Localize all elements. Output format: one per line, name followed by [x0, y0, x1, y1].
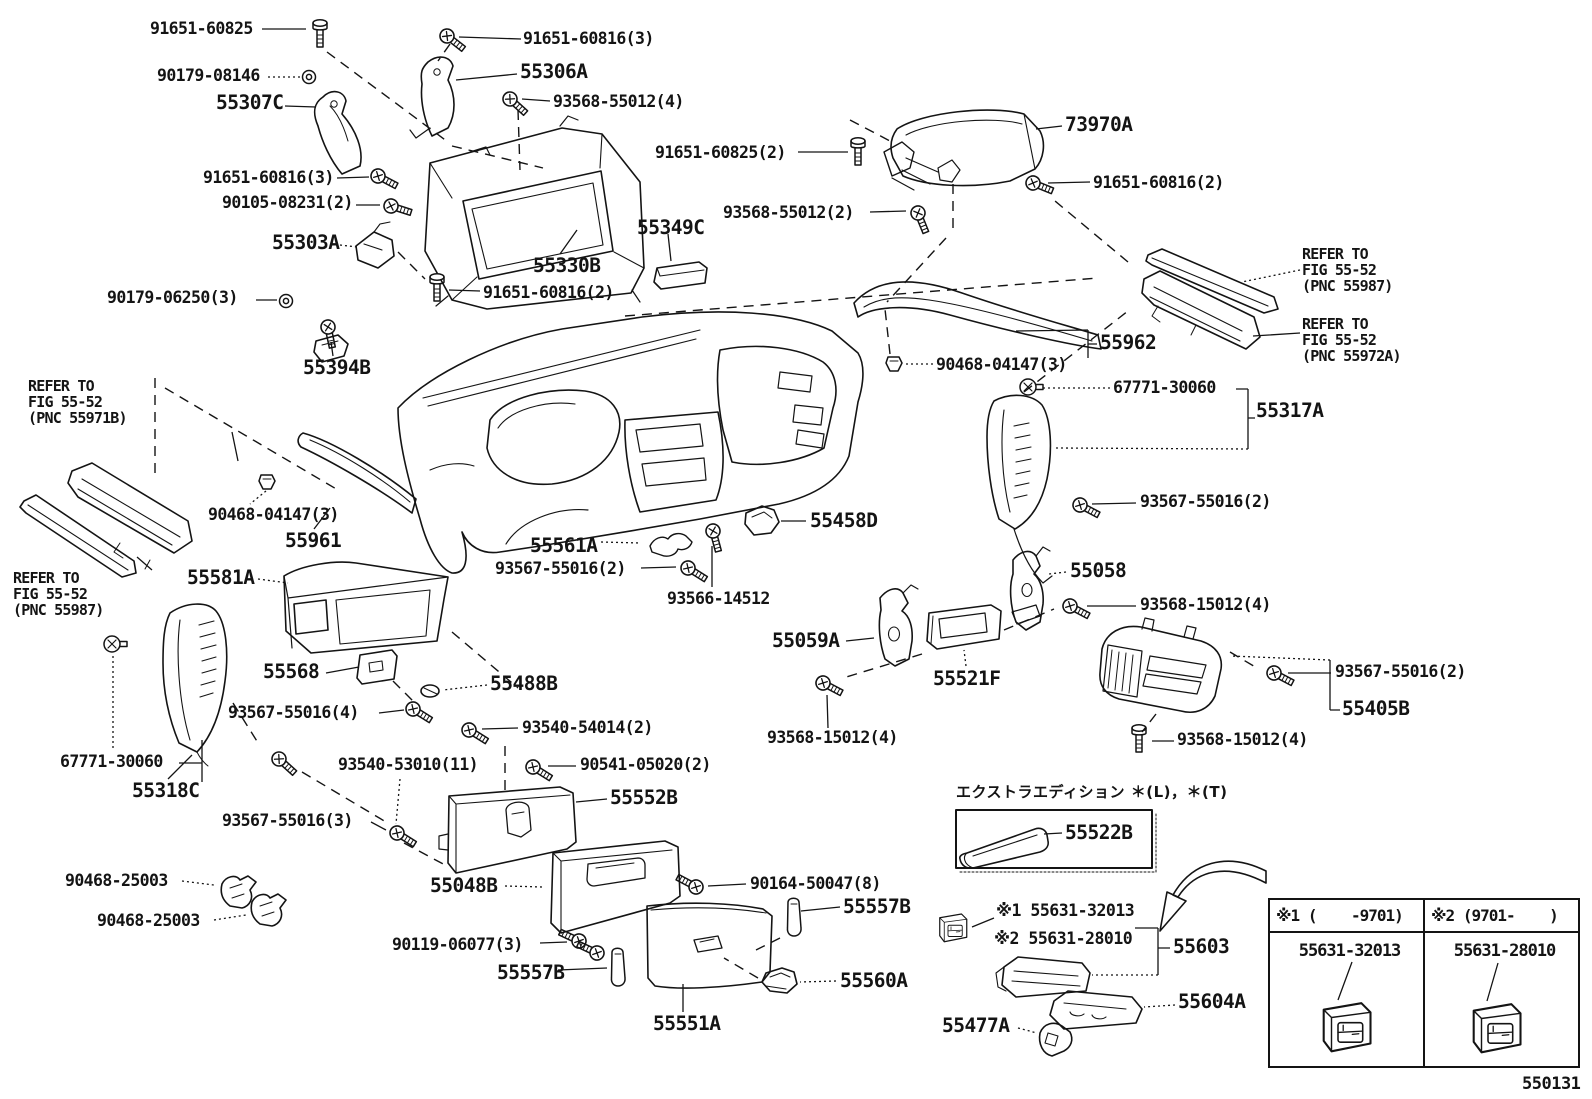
- part-label-90119-06077-3: 90119-06077(3): [392, 935, 523, 954]
- part-label-93568-15012-4-left: 93568-15012(4): [767, 728, 898, 747]
- extra-edition-note: エクストラエディション ＊(L)，＊(T): [956, 783, 1228, 801]
- part-label-55568: 55568: [263, 660, 320, 683]
- part-label-55349C: 55349C: [637, 216, 705, 239]
- variant-table-part-2: 55631-28010: [1453, 941, 1557, 961]
- part-label-55488B: 55488B: [490, 672, 558, 695]
- part-label-90468-04147-3-left: 90468-04147(3): [208, 505, 339, 524]
- part-label-55394B: 55394B: [303, 356, 371, 379]
- part-label-55318C: 55318C: [132, 779, 200, 802]
- part-label-90105-08231-2: 90105-08231(2): [222, 193, 353, 212]
- variant-table-header-row: ※1 ( -9701) ※2 (9701- ): [1270, 900, 1578, 933]
- refer-55972a: REFER TO FIG 55-52 (PNC 55972A): [1302, 315, 1402, 365]
- part-label-91651-60816-2-bottom: 91651-60816(2): [483, 283, 614, 302]
- part-label-93540-54014-2: 93540-54014(2): [522, 718, 653, 737]
- variant-table-body-row: 55631-32013 55631-28010: [1270, 933, 1578, 1066]
- part-label-93568-55012-2: 93568-55012(2): [723, 203, 854, 222]
- part-label-55306A: 55306A: [520, 60, 588, 83]
- part-label-55552B: 55552B: [610, 786, 678, 809]
- refer-55971b: REFER TO FIG 55-52 (PNC 55971B): [28, 377, 128, 427]
- part-label-73970A: 73970A: [1065, 113, 1133, 136]
- part-label-90468-25003-2: 90468-25003: [97, 911, 200, 930]
- part-label-55458D: 55458D: [810, 509, 878, 532]
- part-label-93568-15012-4-right: 93568-15012(4): [1140, 595, 1271, 614]
- part-label-93568-55012-4: 93568-55012(4): [553, 92, 684, 111]
- variant-table-header-2: ※2 (9701- ): [1431, 906, 1559, 925]
- part-label-90468-25003-1: 90468-25003: [65, 871, 168, 890]
- part-label-93567-55016-2-center: 93567-55016(2): [495, 559, 626, 578]
- part-label-55405B: 55405B: [1342, 697, 1410, 720]
- part-label-55557B-right: 55557B: [843, 895, 911, 918]
- part-label-90179-06250-3: 90179-06250(3): [107, 288, 238, 307]
- part-label-55603: 55603: [1173, 935, 1230, 958]
- drawing-number: 550131: [1522, 1074, 1581, 1094]
- part-label-67771-30060-right: 67771-30060: [1113, 378, 1216, 397]
- part-label-93567-55016-2-right2: 93567-55016(2): [1335, 662, 1466, 681]
- part-label-55560A: 55560A: [840, 969, 908, 992]
- part-label-55059A: 55059A: [772, 629, 840, 652]
- part-label-55962: 55962: [1100, 331, 1157, 354]
- part-label-55317A: 55317A: [1256, 399, 1324, 422]
- part-label-67771-30060-left: 67771-30060: [60, 752, 163, 771]
- part-label-91651-60825-2: 91651-60825(2): [655, 143, 786, 162]
- refer-55987-left: REFER TO FIG 55-52 (PNC 55987): [13, 569, 104, 619]
- part-label-91651-60816-2-right: 91651-60816(2): [1093, 173, 1224, 192]
- part-label-93568-15012-4-bottom: 93568-15012(4): [1177, 730, 1308, 749]
- part-label-93567-55016-3: 93567-55016(3): [222, 811, 353, 830]
- variant-table: ※1 ( -9701) ※2 (9701- ) 55631-32013 5563…: [1268, 898, 1580, 1068]
- part-label-90541-05020-2: 90541-05020(2): [580, 755, 711, 774]
- part-label-91651-60816-3-top: 91651-60816(3): [523, 29, 654, 48]
- part-label-90179-08146: 90179-08146: [157, 66, 260, 85]
- footnote-variant-2: ※2 55631-28010: [994, 929, 1133, 948]
- footnote-variant-1: ※1 55631-32013: [996, 901, 1135, 920]
- variant-table-header-1: ※1 ( -9701): [1270, 900, 1425, 931]
- part-label-55058: 55058: [1070, 559, 1127, 582]
- part-label-55303A: 55303A: [272, 231, 340, 254]
- part-label-55581A: 55581A: [187, 566, 255, 589]
- variant-table-part-1: 55631-32013: [1270, 933, 1425, 1066]
- part-label-55307C: 55307C: [216, 91, 284, 114]
- part-label-55557B-left: 55557B: [497, 961, 565, 984]
- part-label-55961: 55961: [285, 529, 342, 552]
- part-label-55048B: 55048B: [430, 874, 498, 897]
- refer-55987-right: REFER TO FIG 55-52 (PNC 55987): [1302, 245, 1393, 295]
- part-label-55522B: 55522B: [1065, 821, 1133, 844]
- part-label-93566-14512: 93566-14512: [667, 589, 770, 608]
- part-label-90164-50047-8: 90164-50047(8): [750, 874, 881, 893]
- part-label-55330B: 55330B: [533, 254, 601, 277]
- part-label-55604A: 55604A: [1178, 990, 1246, 1013]
- part-label-91651-60816-3-left: 91651-60816(3): [203, 168, 334, 187]
- part-label-55561A: 55561A: [530, 534, 598, 557]
- part-label-55551A: 55551A: [653, 1012, 721, 1035]
- part-label-90468-04147-3-right: 90468-04147(3): [936, 355, 1067, 374]
- part-label-93567-55016-2-right1: 93567-55016(2): [1140, 492, 1271, 511]
- part-label-55521F: 55521F: [933, 667, 1001, 690]
- part-label-91651-60825: 91651-60825: [150, 19, 253, 38]
- part-label-93540-53010-11: 93540-53010(11): [338, 755, 479, 774]
- part-label-93567-55016-4: 93567-55016(4): [228, 703, 359, 722]
- part-label-55477A: 55477A: [942, 1014, 1010, 1037]
